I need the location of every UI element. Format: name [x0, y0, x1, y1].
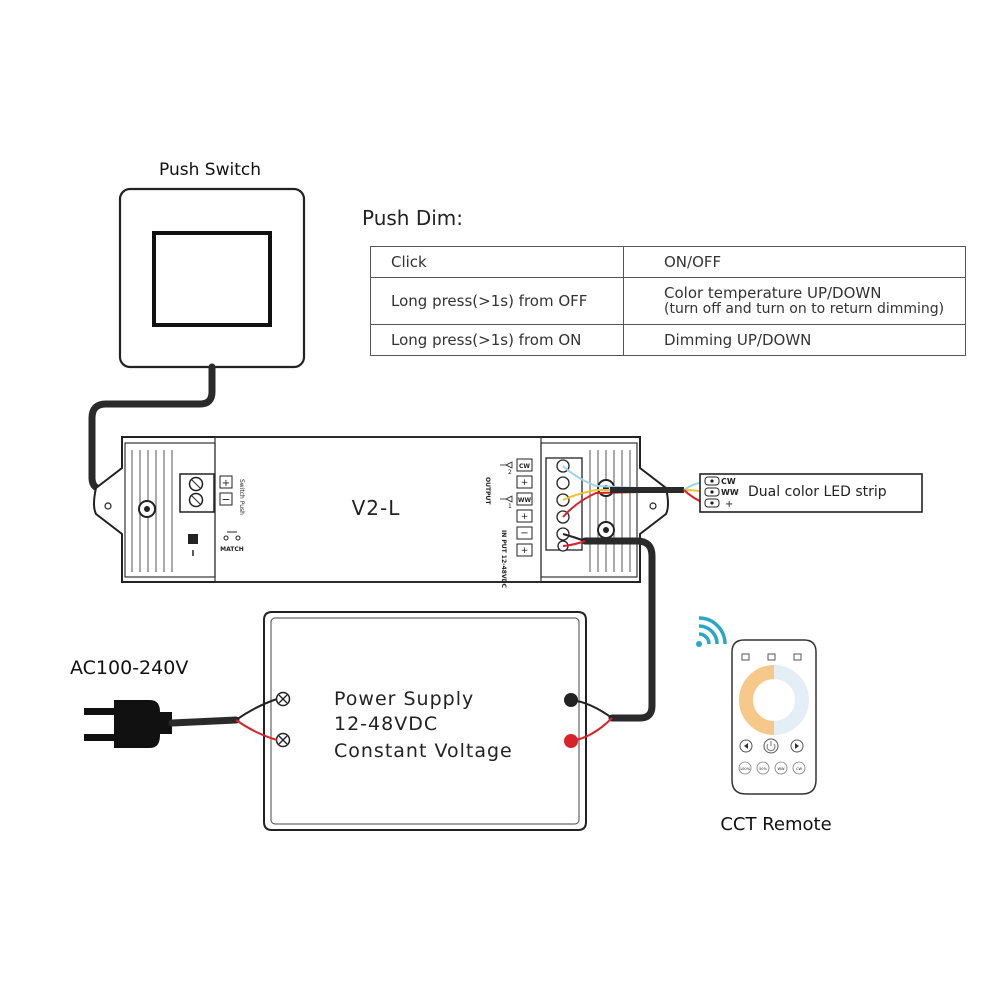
switch-terminal-block	[179, 473, 233, 513]
table-cell-action: Click	[370, 246, 624, 278]
match-button[interactable]	[188, 534, 198, 544]
terminal-cw-label: CW	[519, 463, 530, 470]
switch-push-label: Switch Push	[238, 479, 245, 515]
remote-50-button[interactable]	[756, 761, 770, 775]
table-row: Long press(>1s) from ON Dimming UP/DOWN	[370, 324, 966, 356]
remote-btn-100-label: 100%	[740, 767, 751, 771]
power-supply-box	[263, 611, 587, 831]
remote-cw-button[interactable]	[792, 761, 806, 775]
remote-btn-ww-label: WW	[777, 767, 785, 771]
push-switch-title: Push Switch	[159, 160, 261, 180]
table-result-text: Color temperature UP/DOWN	[664, 284, 882, 302]
led-strip-label: Dual color LED strip	[748, 484, 887, 500]
ac-cable	[168, 716, 240, 727]
power-supply-title: Power Supply	[334, 688, 475, 710]
remote-ww-button[interactable]	[774, 761, 788, 775]
push-switch	[118, 187, 306, 369]
strip-plus-label: +	[725, 499, 733, 510]
wire-plus-red	[562, 491, 641, 518]
match-label: MATCH	[220, 546, 244, 553]
terminal-plus-1-label: +	[521, 512, 529, 522]
terminal-minus-label: −	[520, 528, 528, 539]
controller-model-label: V2-L	[351, 496, 401, 520]
table-cell-result: ON/OFF	[623, 246, 966, 278]
power-supply-type: Constant Voltage	[334, 740, 513, 762]
switch-plus-label: +	[222, 478, 230, 489]
output-ch2-label: 2	[508, 469, 512, 476]
switch-minus-label: −	[221, 493, 230, 506]
ac-input-label: AC100-240V	[70, 657, 189, 679]
match-led-icon	[223, 535, 229, 541]
cct-remote-label: CCT Remote	[720, 814, 832, 835]
table-row: Long press(>1s) from OFF Color temperatu…	[370, 277, 966, 325]
strip-cw-label: CW	[721, 477, 736, 486]
power-supply-voltage: 12-48VDC	[334, 713, 439, 735]
remote-100-button[interactable]	[738, 761, 752, 775]
push-dim-table: Click ON/OFF Long press(>1s) from OFF Co…	[370, 246, 966, 356]
output-label: OUTPUT	[484, 477, 491, 505]
wire-ww-yellow	[562, 489, 640, 501]
wire-cw-blue	[562, 465, 641, 489]
output-ch1-label: 1	[508, 503, 512, 510]
remote-btn-50-label: 50%	[759, 767, 768, 771]
led-strip	[699, 473, 923, 513]
wireless-signal-icon	[696, 616, 727, 647]
table-cell-result: Dimming UP/DOWN	[623, 324, 966, 356]
input-label: IN PUT 12-48VDC	[500, 530, 507, 589]
terminal-plus-2-label: +	[521, 478, 529, 488]
table-result-note: (turn off and turn on to return dimming)	[664, 301, 945, 317]
table-cell-action: Long press(>1s) from ON	[370, 324, 624, 356]
table-row: Click ON/OFF	[370, 246, 966, 278]
dc-cable	[581, 537, 656, 722]
cct-remote	[731, 639, 817, 795]
terminal-ww-label: WW	[518, 497, 532, 504]
strip-ww-label: WW	[721, 488, 739, 497]
table-cell-action: Long press(>1s) from OFF	[370, 277, 624, 325]
remote-btn-cw-label: CW	[796, 767, 803, 771]
push-dim-title: Push Dim:	[362, 206, 464, 230]
terminal-plus-in-label: +	[521, 546, 529, 556]
table-cell-result: Color temperature UP/DOWN (turn off and …	[623, 277, 966, 325]
ac-plug	[84, 700, 172, 748]
